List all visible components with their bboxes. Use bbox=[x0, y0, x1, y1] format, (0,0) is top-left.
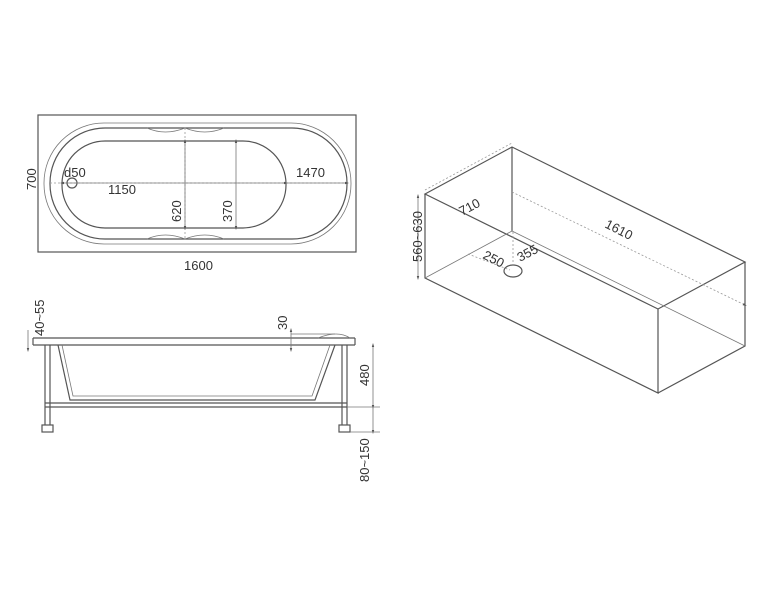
tub-body-side bbox=[57, 344, 336, 401]
headrest-bottom bbox=[146, 234, 225, 240]
tub-rim-inner bbox=[43, 122, 352, 245]
label-40-55: 40~55 bbox=[32, 299, 47, 336]
iso-right-edge bbox=[657, 262, 746, 394]
label-1610: 1610 bbox=[603, 216, 636, 242]
label-1150: 1150 bbox=[108, 182, 136, 197]
overflow-fitting bbox=[317, 333, 351, 339]
label-370: 370 bbox=[220, 200, 235, 222]
dim-710-line bbox=[424, 142, 513, 191]
label-620: 620 bbox=[169, 200, 184, 222]
tub-basin-outer bbox=[49, 127, 348, 240]
side-view: 40~55 30 480 80~150 bbox=[26, 299, 380, 482]
foot-right bbox=[338, 424, 351, 433]
foot-left bbox=[41, 424, 54, 433]
label-30: 30 bbox=[275, 316, 290, 330]
drain-hole-iso bbox=[503, 264, 523, 278]
dim-250-line bbox=[467, 253, 511, 271]
iso-view: 560~630 710 1610 250 355 bbox=[410, 142, 747, 394]
label-d50: d50 bbox=[64, 165, 86, 180]
label-480: 480 bbox=[357, 364, 372, 386]
label-1470: 1470 bbox=[296, 165, 325, 180]
label-700: 700 bbox=[24, 168, 39, 190]
tub-body-side-inner bbox=[61, 344, 331, 397]
iso-hidden-bottom-back bbox=[511, 230, 746, 347]
iso-top-face bbox=[423, 146, 747, 310]
label-710: 710 bbox=[456, 195, 482, 218]
iso-front-edge bbox=[424, 194, 659, 394]
top-view: 700 d50 1150 1470 620 370 1600 bbox=[24, 114, 357, 273]
tub-outline-top bbox=[37, 114, 357, 253]
dim-1610-line bbox=[511, 191, 747, 306]
label-1600: 1600 bbox=[184, 258, 213, 273]
label-560-630: 560~630 bbox=[410, 211, 425, 262]
label-355: 355 bbox=[514, 241, 540, 264]
tub-basin-inner bbox=[61, 140, 287, 229]
label-80-150: 80~150 bbox=[357, 438, 372, 482]
